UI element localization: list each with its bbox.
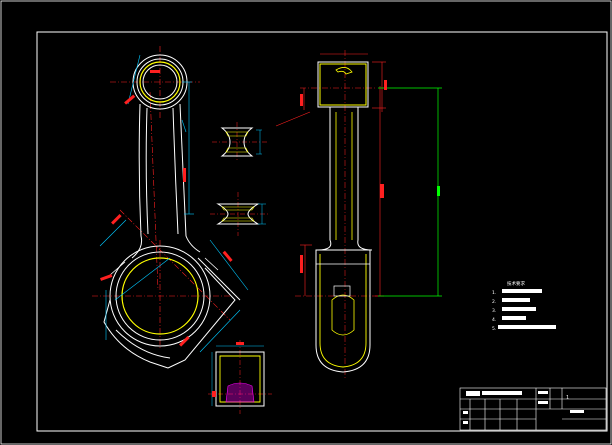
front-view: [92, 46, 249, 369]
drawing-frame: [36, 31, 608, 432]
title-block-fills: [463, 391, 584, 424]
note-3: 3.: [492, 308, 496, 314]
note-4: 4.: [492, 317, 496, 323]
notes-title: 技术要求: [507, 280, 525, 287]
small-end-bushing: [139, 61, 181, 103]
note-1: 1.: [492, 290, 496, 296]
title-block: [459, 387, 607, 431]
note-5: 5.: [492, 326, 496, 332]
side-view: [275, 50, 442, 380]
section-b-view: [210, 192, 270, 236]
note-2: 2.: [492, 299, 496, 305]
sheet-number: 1: [566, 395, 569, 401]
technical-notes: 技术要求 1. 2. 3. 4. 5.: [492, 280, 556, 332]
section-c-view: [208, 340, 272, 414]
big-end-bearing: [121, 257, 199, 335]
section-a-view: [212, 122, 268, 160]
